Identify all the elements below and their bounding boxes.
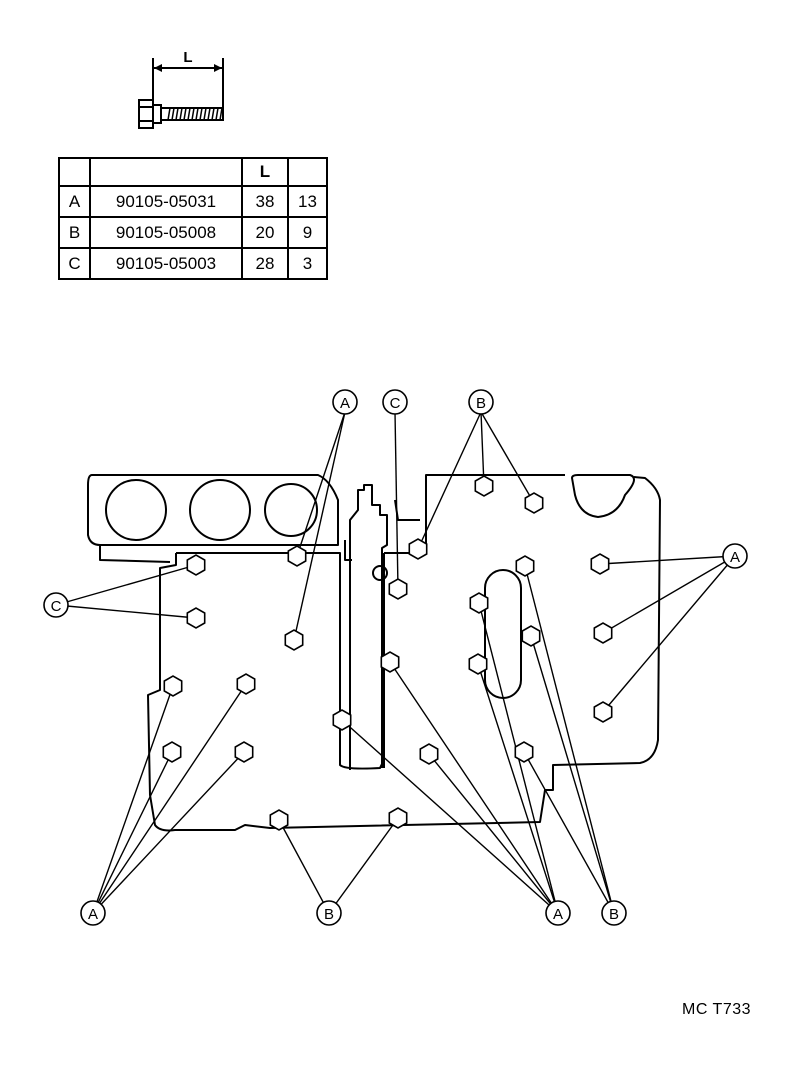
callout-left-c: C bbox=[43, 592, 69, 618]
bolt-hex-icon bbox=[408, 538, 428, 560]
bolt-hex-icon bbox=[284, 629, 304, 651]
row-part-number: 90105-05003 bbox=[89, 247, 243, 280]
bolt-hex-icon bbox=[524, 492, 544, 514]
row-quantity: 13 bbox=[287, 185, 328, 218]
bolt-hex-icon bbox=[469, 592, 489, 614]
bolt-hex-icon bbox=[593, 622, 613, 644]
bolt-hex-icon bbox=[186, 607, 206, 629]
bolt-spec-table: L A 90105-05031 38 13 B 90105-05008 20 9… bbox=[58, 157, 328, 280]
bolt-hex-icon bbox=[419, 743, 439, 765]
bolt-hex-icon bbox=[514, 741, 534, 763]
callout-label: A bbox=[553, 906, 563, 923]
length-dimension-label: L bbox=[183, 49, 192, 66]
header-part-number bbox=[89, 157, 243, 187]
table-row: A 90105-05031 38 13 bbox=[58, 185, 328, 218]
callout-bottom-b-right: B bbox=[601, 900, 627, 926]
callout-bottom-b: B bbox=[316, 900, 342, 926]
row-quantity: 3 bbox=[287, 247, 328, 280]
row-key: C bbox=[58, 247, 91, 280]
bolt-hex-icon bbox=[521, 625, 541, 647]
bolt-hex-icon bbox=[234, 741, 254, 763]
bolt-hex-icon bbox=[287, 545, 307, 567]
valve-body-outline bbox=[87, 474, 661, 832]
figure-code: MC T733 bbox=[682, 1001, 752, 1018]
bolt-hex-icon bbox=[590, 553, 610, 575]
row-key: A bbox=[58, 185, 91, 218]
table-header-row: L bbox=[58, 157, 328, 187]
callout-label: B bbox=[609, 906, 619, 923]
callout-label: C bbox=[51, 598, 62, 615]
callout-label: A bbox=[340, 395, 350, 412]
bolt-locations bbox=[162, 475, 613, 831]
callout-label: A bbox=[730, 549, 740, 566]
callout-right-a: A bbox=[722, 543, 748, 569]
bolt-hex-icon bbox=[162, 741, 182, 763]
callout-top-b: B bbox=[468, 389, 494, 415]
callout-labels: A C B A C A B A bbox=[43, 389, 748, 926]
bolt-hex-icon bbox=[269, 809, 289, 831]
row-part-number: 90105-05008 bbox=[89, 216, 243, 249]
callout-bottom-a-left: A bbox=[80, 900, 106, 926]
callout-bottom-a-right: A bbox=[545, 900, 571, 926]
bolt-hex-icon bbox=[388, 807, 408, 829]
callout-label: B bbox=[476, 395, 486, 412]
header-length: L bbox=[241, 157, 289, 187]
row-part-number: 90105-05031 bbox=[89, 185, 243, 218]
table-row: C 90105-05003 28 3 bbox=[58, 247, 328, 280]
bolt-hex-icon bbox=[593, 701, 613, 723]
bolt-hex-icon bbox=[474, 475, 494, 497]
table-row: B 90105-05008 20 9 bbox=[58, 216, 328, 249]
callout-label: A bbox=[88, 906, 98, 923]
bolt-hex-icon bbox=[332, 709, 352, 731]
bolt-hex-icon bbox=[468, 653, 488, 675]
bolt-hex-icon bbox=[236, 673, 256, 695]
row-length: 20 bbox=[241, 216, 289, 249]
bolt-hex-icon bbox=[163, 675, 183, 697]
row-quantity: 9 bbox=[287, 216, 328, 249]
header-key bbox=[58, 157, 91, 187]
row-key: B bbox=[58, 216, 91, 249]
bolt-hex-icon bbox=[186, 554, 206, 576]
bolt-hex-icon bbox=[515, 555, 535, 577]
row-length: 38 bbox=[241, 185, 289, 218]
bolt-dimension-figure: L bbox=[138, 49, 224, 129]
callout-top-c: C bbox=[382, 389, 408, 415]
callout-label: C bbox=[390, 395, 401, 412]
callout-top-a: A bbox=[332, 389, 358, 415]
header-quantity bbox=[287, 157, 328, 187]
callout-label: B bbox=[324, 906, 334, 923]
bolt-hex-icon bbox=[380, 651, 400, 673]
row-length: 28 bbox=[241, 247, 289, 280]
bolt-hex-icon bbox=[388, 578, 408, 600]
